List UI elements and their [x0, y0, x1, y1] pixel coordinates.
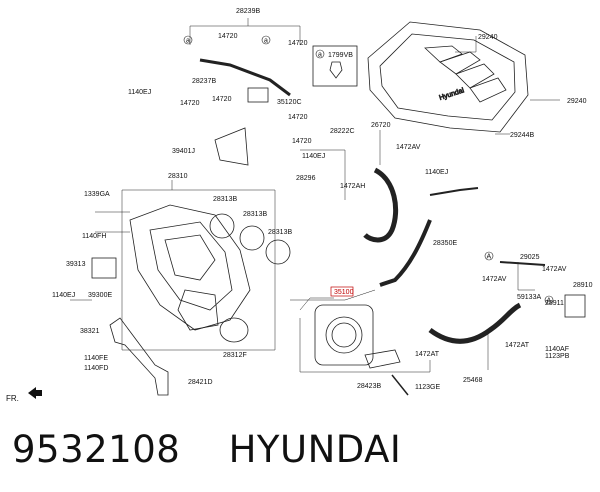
label-14720-b: 14720 [288, 40, 308, 47]
hose-26720 [363, 167, 399, 243]
label-28423b: 28423B [357, 383, 381, 390]
bracket-28421d [109, 317, 169, 396]
label-1140ej-c: 1140EJ [425, 169, 448, 176]
label-14720-c: 14720 [180, 100, 200, 107]
label-1472av-c: 1472AV [482, 276, 507, 283]
label-1472av-a: 1472AV [396, 144, 421, 151]
label-1140ej-a: 1140EJ [128, 89, 151, 96]
label-1140ej-d: 1140EJ [52, 292, 75, 299]
label-38321: 38321 [80, 328, 100, 335]
label-1123ge: 1123GE [415, 384, 440, 391]
label-28350e: 28350E [433, 240, 457, 247]
front-arrow-icon [28, 387, 42, 399]
highlight-35100 [330, 286, 354, 297]
brand-name: HYUNDAI [228, 428, 402, 471]
label-28313b-a: 28313B [213, 196, 237, 203]
gasket-28312f [219, 317, 249, 343]
bolt-1123ge [391, 374, 409, 396]
label-1140fd: 1140FD [84, 365, 108, 372]
callout-a-3: a [315, 49, 325, 59]
label-28313b-b: 28313B [243, 211, 267, 218]
label-1799vb: 1799VB [328, 52, 353, 59]
callout-a-2: a [261, 35, 271, 45]
label-1339ga: 1339GA [84, 191, 110, 198]
label-14720-e: 14720 [288, 114, 308, 121]
gasket-ring-3 [265, 239, 291, 265]
front-indicator-label: FR. [6, 394, 19, 403]
svg-text:Hyundai: Hyundai [438, 87, 465, 102]
label-26720: 26720 [371, 122, 391, 129]
label-28296: 28296 [296, 175, 316, 182]
label-1140fh: 1140FH [82, 233, 106, 240]
gasket-ring-2 [239, 225, 265, 251]
pipe-28350e-a [429, 187, 479, 196]
callout-A-2: A [544, 295, 554, 305]
engine-cover: Hyundai [367, 21, 529, 133]
valve-35120c [247, 87, 269, 103]
svg-text:a: a [318, 52, 322, 59]
label-1123pb: 1123PB [545, 353, 570, 360]
callout-A-1: A [484, 251, 494, 261]
bracket-28423b [364, 349, 401, 369]
label-1140fe: 1140FE [84, 355, 108, 362]
label-35120c: 35120C [277, 99, 302, 106]
svg-text:A: A [487, 254, 492, 261]
label-1472at-b: 1472AT [505, 342, 530, 349]
label-35100: 35100 [334, 289, 354, 296]
sensor-39300e [91, 257, 117, 279]
intake-manifold [129, 204, 251, 331]
label-59133a: 59133A [517, 294, 541, 301]
label-1140af: 1140AF [545, 346, 569, 353]
label-39313: 39313 [66, 261, 86, 268]
label-39401j: 39401J [172, 148, 195, 155]
gasket-ring-1 [209, 213, 235, 239]
label-39300e: 39300E [88, 292, 112, 299]
hose-25468 [428, 302, 522, 344]
label-1472av-b: 1472AV [542, 266, 567, 273]
svg-text:a: a [186, 38, 190, 45]
callout-a-1: a [183, 35, 193, 45]
svg-text:a: a [264, 38, 268, 45]
label-1472ah: 1472AH [340, 183, 365, 190]
label-25468: 25468 [463, 377, 483, 384]
clip-icon [329, 61, 343, 79]
label-29025: 29025 [520, 254, 540, 261]
hose-29025 [499, 261, 546, 266]
label-14720-d: 14720 [212, 96, 232, 103]
label-29240: 29240 [478, 34, 498, 41]
solenoid-28910 [564, 294, 586, 318]
hose-28239b [199, 58, 291, 97]
label-14720-a: 14720 [218, 33, 238, 40]
part-number: 9532108 [12, 428, 181, 471]
label-28239b: 28239B [236, 8, 260, 15]
bracket-39401j [214, 127, 249, 166]
label-28911: 28911 [545, 300, 564, 307]
pipe-28350e [379, 219, 432, 287]
label-28310: 28310 [168, 173, 188, 180]
label-28421d: 28421D [188, 379, 213, 386]
label-14720-f: 14720 [292, 138, 312, 145]
svg-text:A: A [547, 298, 552, 305]
label-28222c: 28222C [330, 128, 355, 135]
caption: 9532108 HYUNDAI [12, 428, 401, 471]
label-29244b: 29244B [510, 132, 534, 139]
leader-lines [70, 18, 560, 373]
part-labels: 28239B 14720 14720 1799VB 29240 28237B 1… [52, 8, 593, 391]
clip-detail-box [312, 45, 358, 87]
label-29240-r: 29240 [567, 98, 587, 105]
label-1472at-a: 1472AT [415, 351, 440, 358]
label-28312f: 28312F [223, 352, 247, 359]
label-28910: 28910 [573, 282, 593, 289]
throttle-body [314, 304, 374, 366]
label-28237b: 28237B [192, 78, 216, 85]
label-28313b-c: 28313B [268, 229, 292, 236]
label-1140ej-b: 1140EJ [302, 153, 325, 160]
